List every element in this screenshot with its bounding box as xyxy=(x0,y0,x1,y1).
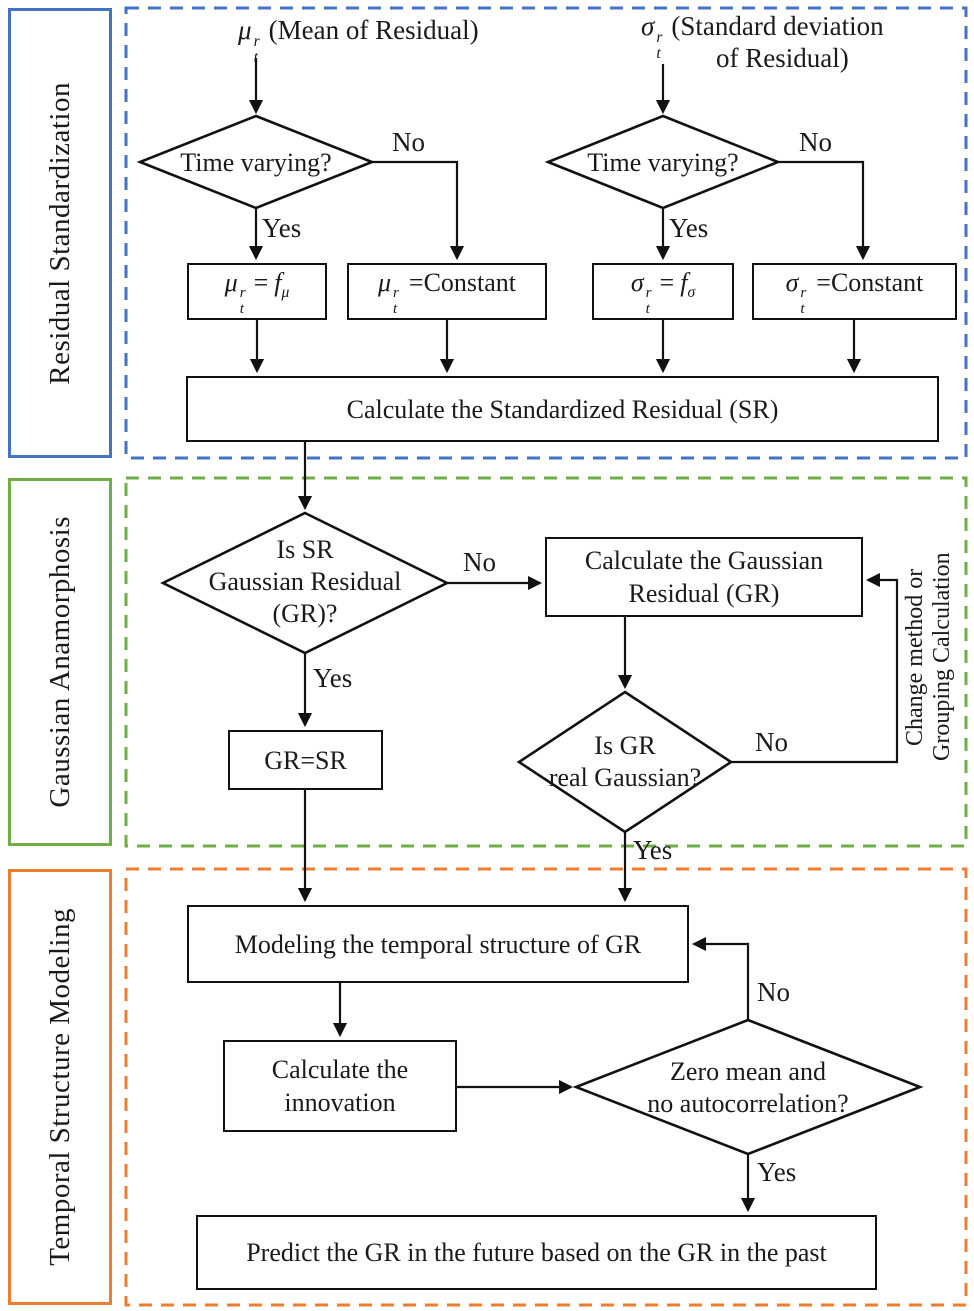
is-sr-gaussian-text: Is SR Gaussian Residual (GR)? xyxy=(175,534,435,630)
is-sr-gaussian-diamond xyxy=(160,511,450,655)
mu-const-symbol: μ xyxy=(377,267,392,297)
is-gr-line1: Is GR xyxy=(594,731,656,760)
gr-feedback-line2: Grouping Calculation xyxy=(929,552,955,762)
zero-mean-yes-label: Yes xyxy=(757,1157,797,1187)
innovation-box: Calculate the innovation xyxy=(223,1040,457,1132)
sigma-time-varying-text: Time varying? xyxy=(587,148,739,177)
innovation-line2: innovation xyxy=(284,1088,396,1117)
sigma-caption-line2: of Residual) xyxy=(716,43,849,73)
arrow-mu-no xyxy=(372,160,465,261)
sigma-f-symbol: σ xyxy=(630,267,644,297)
calculate-gr-line1: Calculate the Gaussian xyxy=(584,546,824,575)
zero-mean-line1: Zero mean and xyxy=(670,1057,826,1086)
is-gr-yes-label: Yes xyxy=(633,835,673,865)
sigma-caption-line1: (Standard deviation xyxy=(671,11,884,41)
mu-caption: (Mean of Residual) xyxy=(268,15,479,45)
predict-box: Predict the GR in the future based on th… xyxy=(196,1215,877,1290)
is-gr-line2: real Gaussian? xyxy=(548,763,702,792)
mu-superscript: r xyxy=(253,32,260,50)
modeling-box: Modeling the temporal structure of GR xyxy=(187,905,689,983)
mu-no-label: No xyxy=(392,127,425,157)
sigma-yes-label: Yes xyxy=(669,213,709,243)
gr-feedback-annotation: Change method or Grouping Calculation xyxy=(902,502,956,812)
arrow-zero-mean-no-feedback xyxy=(691,936,750,1020)
is-gr-real-gaussian-text: Is GR real Gaussian? xyxy=(519,730,731,794)
gr-equals-sr-box: GR=SR xyxy=(228,730,383,790)
arrow-sigma-no xyxy=(778,160,871,261)
calculate-gr-line2: Residual (GR) xyxy=(628,579,780,608)
mu-time-varying-text: Time varying? xyxy=(180,148,332,177)
is-sr-line1: Is SR xyxy=(276,535,334,564)
arrow-gr-feedback-loop xyxy=(731,572,899,764)
mu-f-symbol: μ xyxy=(224,267,238,297)
residual-section-label: Residual Standardization xyxy=(43,81,76,385)
sigma-time-varying-diamond xyxy=(544,114,782,210)
calculate-gr-box: Calculate the Gaussian Residual (GR) xyxy=(545,537,863,617)
is-sr-no-label: No xyxy=(463,547,496,577)
is-gr-real-gaussian-diamond xyxy=(516,690,734,834)
mu-subscript: t xyxy=(253,48,258,66)
residual-section-label-box: Residual Standardization xyxy=(8,8,112,458)
residual-section-frame xyxy=(124,6,968,460)
is-gr-no-label: No xyxy=(755,727,788,757)
sigma-no-label: No xyxy=(799,127,832,157)
is-sr-line3: (GR)? xyxy=(272,599,338,628)
temporal-section-frame xyxy=(124,867,968,1307)
mu-symbol: μ xyxy=(238,15,252,45)
zero-mean-line2: no autocorrelation? xyxy=(647,1089,849,1118)
gr-feedback-line1: Change method or xyxy=(902,568,928,746)
gaussian-section-frame xyxy=(124,476,968,848)
gaussian-section-label: Gaussian Anamorphosis xyxy=(43,516,76,808)
gaussian-section-label-box: Gaussian Anamorphosis xyxy=(8,478,112,846)
temporal-section-label-box: Temporal Structure Modeling xyxy=(8,869,112,1305)
zero-mean-diamond xyxy=(572,1018,924,1156)
zero-mean-text: Zero mean and no autocorrelation? xyxy=(586,1056,910,1120)
temporal-section-label: Temporal Structure Modeling xyxy=(43,908,76,1266)
is-sr-line2: Gaussian Residual xyxy=(208,567,402,596)
innovation-line1: Calculate the xyxy=(271,1055,409,1084)
calculate-sr-box: Calculate the Standardized Residual (SR) xyxy=(186,376,939,442)
sigma-symbol: σ xyxy=(641,11,655,41)
sigma-const-symbol: σ xyxy=(785,267,799,297)
mu-time-varying-diamond xyxy=(136,114,376,210)
sigma-superscript: r xyxy=(656,28,663,46)
zero-mean-no-label: No xyxy=(757,977,790,1007)
is-sr-yes-label: Yes xyxy=(313,663,353,693)
sigma-subscript: t xyxy=(656,44,661,62)
mu-yes-label: Yes xyxy=(262,213,302,243)
